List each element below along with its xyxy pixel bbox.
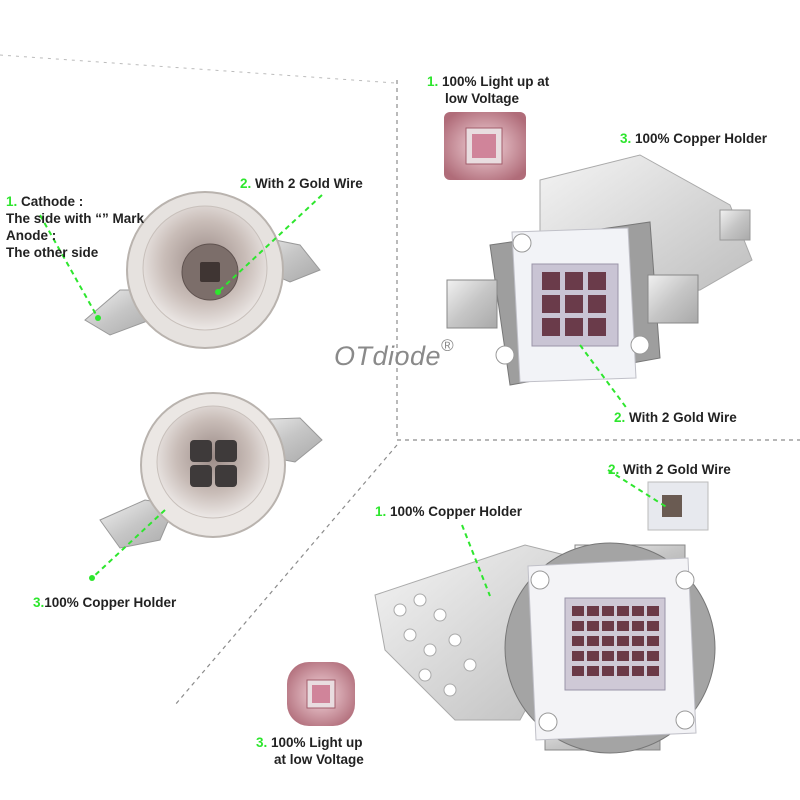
light-up-label-bottom: 3. 100% Light up at low Voltage xyxy=(256,735,364,767)
ten-watt-module xyxy=(444,112,753,386)
gold-wire-label-bottom: 2. With 2 Gold Wire xyxy=(608,462,731,477)
chip-array xyxy=(572,606,659,676)
copper-holder-label-top: 3. 100% Copper Holder xyxy=(620,131,768,146)
cathode-label: 1. Cathode : The side with “” Mark Anode… xyxy=(6,194,145,260)
gold-wire-label-top: 2. With 2 Gold Wire xyxy=(614,410,737,425)
divider-diagonal-top xyxy=(0,54,396,84)
high-power-module xyxy=(287,481,716,754)
divider-diagonal xyxy=(174,444,398,706)
registered-mark: ® xyxy=(441,336,455,355)
quad-chip-led xyxy=(99,392,323,549)
copper-holder-label-quad: 3.100% Copper Holder xyxy=(33,595,177,610)
leader-lines xyxy=(39,194,669,597)
light-up-label-top: 1. 100% Light up at low Voltage xyxy=(427,74,550,106)
gold-wire-label-single: 2. With 2 Gold Wire xyxy=(240,176,363,191)
copper-holder-label-bottom: 1. 100% Copper Holder xyxy=(375,504,523,519)
brand-watermark: OTdiode® xyxy=(334,336,454,372)
brand-name: OTdiode xyxy=(334,341,442,371)
